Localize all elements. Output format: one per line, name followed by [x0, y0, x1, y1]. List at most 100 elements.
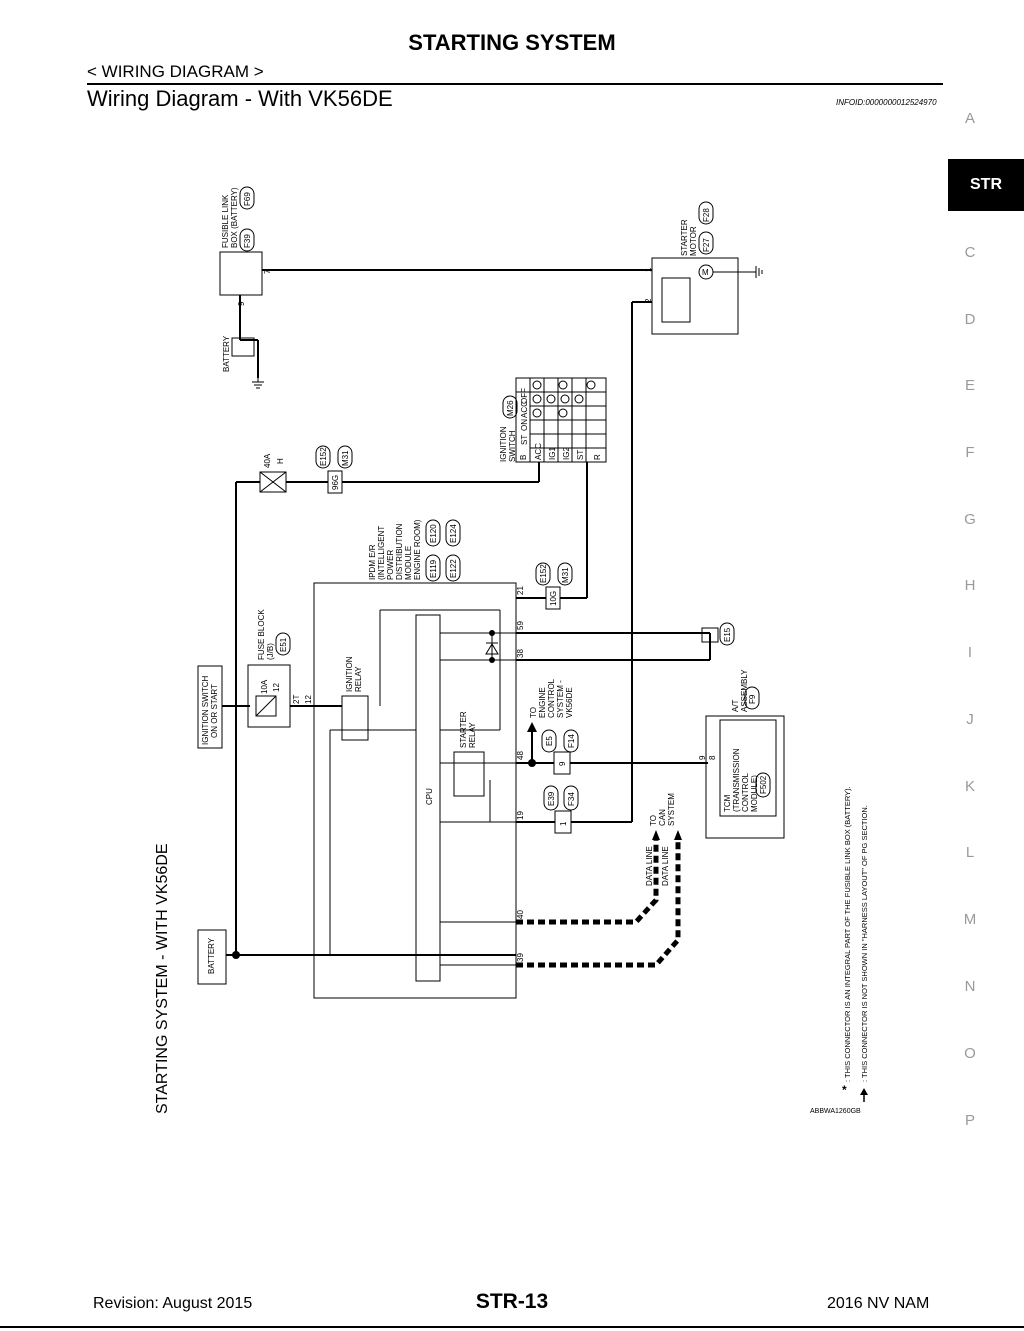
breadcrumb: < WIRING DIAGRAM > — [87, 62, 264, 81]
ecs-label-1: TO — [529, 707, 538, 718]
fuse-40a-label: 40A — [263, 453, 272, 468]
junction-m31-upper: M31 — [341, 450, 350, 466]
switch-row-ig2: IG2 — [562, 447, 571, 460]
switch-row-b: B — [519, 455, 528, 460]
side-index-P[interactable]: P — [964, 1112, 975, 1129]
fuse-10a-label: 10A — [260, 679, 269, 694]
ipdm-pin-21: 21 — [516, 586, 525, 595]
junction-e152-lower: E152 — [539, 564, 548, 583]
ipdm-conn-e119: E119 — [429, 559, 438, 578]
ground-conn-e15: E15 — [723, 627, 732, 642]
ipdm-label-4: DISTRIBUTION — [395, 523, 404, 580]
cpu-label: CPU — [425, 788, 434, 805]
side-index-active-tab[interactable]: STR — [948, 159, 1024, 211]
ipdm-label-1: IPDM E/R — [368, 544, 377, 580]
can-label-2: CAN — [658, 809, 667, 826]
ipdm-label-3: POWER — [386, 550, 395, 580]
ipdm-pin-48: 48 — [516, 751, 525, 760]
ipdm-conn-e120: E120 — [429, 524, 438, 543]
side-index-H[interactable]: H — [964, 577, 976, 594]
switch-col-off: OFF — [520, 388, 529, 404]
at-assembly-label-2: ASSEMBLY — [740, 669, 749, 712]
motor-symbol: M — [702, 268, 709, 277]
side-index-C[interactable]: C — [964, 244, 976, 261]
ipdm-label-6: ENGINE ROOM) — [413, 519, 422, 580]
starter-conn-f27: F27 — [702, 238, 711, 252]
junction-f34: F34 — [567, 792, 576, 806]
fusible-term-7: 7 — [263, 269, 272, 274]
ecs-label-4: SYSTEM - — [556, 680, 565, 718]
junction-1: 1 — [559, 821, 568, 826]
fusible-conn-f69: F69 — [243, 192, 252, 206]
section-title: Wiring Diagram - With VK56DE — [87, 86, 393, 111]
switch-col-on: ON — [520, 419, 529, 431]
side-index-J[interactable]: J — [966, 711, 974, 728]
ipdm-conn-e122: E122 — [449, 559, 458, 578]
side-index-M[interactable]: M — [963, 911, 977, 928]
junction-f14: F14 — [567, 734, 576, 748]
side-index-E[interactable]: E — [964, 377, 975, 394]
fusible-conn-f39: F39 — [243, 234, 252, 248]
footer-page-number: STR-13 — [475, 1290, 549, 1313]
switch-row-acc: ACC — [534, 443, 543, 460]
figure-id: ABBWA1260GB — [810, 1108, 861, 1115]
fuse-block-conn: E51 — [279, 637, 288, 652]
at-assembly-conn: F9 — [748, 694, 757, 704]
side-index-G[interactable]: G — [964, 511, 976, 528]
side-index-L[interactable]: L — [965, 844, 975, 861]
fusible-term-9: 9 — [237, 301, 246, 306]
ignition-switch-label-1: IGNITION — [499, 426, 508, 462]
can-label-3: SYSTEM — [667, 793, 676, 826]
footer-model: 2016 NV NAM — [827, 1295, 930, 1312]
junction-96g: 96G — [331, 475, 340, 490]
ignition-switch-label-2: SWITCH — [508, 430, 517, 462]
side-index-O[interactable]: O — [964, 1045, 976, 1062]
data-line-label-1: DATA LINE — [645, 846, 654, 886]
tcm-term-9: 9 — [698, 755, 707, 760]
ignition-switch-on-label-1: IGNITION SWITCH — [201, 675, 210, 745]
fuse-block-label-1: FUSE BLOCK — [257, 609, 266, 660]
junction-e5: E5 — [545, 736, 554, 746]
switch-col-st: ST — [520, 435, 529, 445]
switch-row-st: ST — [576, 450, 585, 460]
starter-motor-label-1: STARTER — [680, 219, 689, 256]
side-index-F[interactable]: F — [965, 444, 975, 461]
data-line-label-2: DATA LINE — [661, 846, 670, 886]
tcm-conn: F502 — [759, 775, 768, 794]
junction-e152-upper: E152 — [319, 447, 328, 466]
note-2: : THIS CONNECTOR IS NOT SHOWN IN "HARNES… — [860, 805, 869, 1082]
at-assembly-label-1: A/T — [731, 699, 740, 712]
fuse-term-2t: 2T — [292, 695, 301, 704]
tcm-label-4: MODULE) — [750, 775, 759, 812]
starter-relay-label-1: STARTER — [459, 711, 468, 748]
tcm-term-8: 8 — [708, 755, 717, 760]
fusible-link-label-1: FUSIBLE LINK — [221, 194, 230, 248]
switch-row-r: R — [593, 454, 602, 460]
note-1-asterisk-icon: * — [842, 1083, 847, 1097]
starter-motor-label-2: MOTOR — [689, 226, 698, 256]
battery-label-lower: BATTERY — [207, 937, 216, 974]
side-index-K[interactable]: K — [964, 778, 975, 795]
side-index-I[interactable]: I — [967, 644, 973, 661]
starter-term-1: 1 — [644, 267, 653, 272]
side-index-D[interactable]: D — [964, 311, 976, 328]
ipdm-pin-40: 40 — [516, 910, 525, 919]
fuse-block-label-2: (J/B) — [266, 643, 275, 660]
diagram-title: STARTING SYSTEM - WITH VK56DE — [154, 843, 171, 1114]
switch-row-ig1: IG1 — [548, 447, 557, 460]
starter-relay-label-2: RELAY — [468, 722, 477, 748]
fuse-40a-id: H — [276, 458, 285, 464]
side-index-N[interactable]: N — [964, 978, 976, 995]
ecs-label-3: CONTROL — [547, 678, 556, 718]
side-index-A[interactable]: A — [964, 110, 975, 127]
footer-rule — [0, 1326, 1024, 1328]
ignition-switch-conn: M26 — [506, 400, 515, 416]
note-1: : THIS CONNECTOR IS AN INTEGRAL PART OF … — [843, 786, 852, 1082]
junction-e39: E39 — [547, 791, 556, 806]
header-rule — [87, 83, 943, 85]
ignition-relay-label-2: RELAY — [354, 666, 363, 692]
ipdm-pin-38: 38 — [516, 649, 525, 658]
ipdm-conn-e124: E124 — [449, 524, 458, 543]
fuse-10a-id: 12 — [272, 683, 281, 692]
